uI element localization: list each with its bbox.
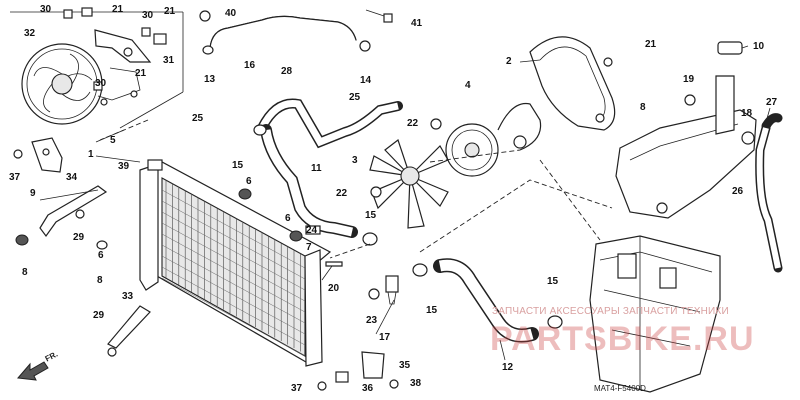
callout-8: 8 [22, 267, 28, 278]
hose-28-11 [253, 98, 403, 246]
front-direction-arrow [17, 361, 49, 381]
callout-1: 1 [88, 149, 94, 160]
callout-28: 28 [281, 66, 293, 77]
callout-21: 21 [135, 68, 147, 79]
hose-12 [412, 258, 563, 343]
watermark-logo: PARTSBIKE.RU [490, 320, 755, 358]
radiator-tube [161, 222, 306, 302]
callout-37: 37 [9, 172, 21, 183]
thermo-switch-17 [325, 261, 399, 305]
callout-6: 6 [246, 176, 252, 187]
fan-shroud-2 [529, 36, 616, 131]
radiator-tube [161, 233, 306, 313]
bracket-35-36 [317, 351, 399, 391]
callout-21: 21 [112, 4, 124, 15]
callout-15: 15 [365, 210, 377, 221]
callout-24: 24 [306, 225, 318, 236]
callout-12: 12 [502, 362, 514, 373]
callout-15: 15 [547, 276, 559, 287]
callout-13: 13 [204, 74, 216, 85]
callout-27: 27 [766, 97, 778, 108]
callout-15: 15 [232, 160, 244, 171]
callout-6: 6 [98, 250, 104, 261]
callout-10: 10 [753, 41, 765, 52]
callout-9: 9 [30, 188, 36, 199]
radiator-tube [161, 255, 306, 335]
callout-25: 25 [192, 113, 204, 124]
reserve-tank-8 [615, 41, 757, 219]
watermark-text: ЗАПЧАСТИ АКСЕССУАРЫ ЗАПЧАСТИ ТЕХНИКИ [492, 306, 729, 317]
callout-29: 29 [73, 232, 85, 243]
callout-38: 38 [410, 378, 422, 389]
callout-6: 6 [285, 213, 291, 224]
callout-8: 8 [640, 102, 646, 113]
leader-lines [39, 9, 771, 361]
callout-30: 30 [95, 78, 107, 89]
callout-25: 25 [349, 92, 361, 103]
callout-15: 15 [426, 305, 438, 316]
callout-7: 7 [306, 242, 312, 253]
callout-35: 35 [399, 360, 411, 371]
bracket-34 [13, 137, 63, 173]
callout-14: 14 [360, 75, 372, 86]
callout-16: 16 [244, 60, 256, 71]
callout-21: 21 [164, 6, 176, 17]
radiator-tube [161, 277, 306, 357]
callout-32: 32 [24, 28, 36, 39]
fan-blade-3 [369, 139, 449, 229]
radiator-tube [161, 200, 306, 280]
watermark-logo-text: PARTSBIKE.RU [490, 320, 755, 358]
callout-21: 21 [645, 39, 657, 50]
grommets [15, 94, 696, 250]
fan-motor-4 [445, 102, 542, 177]
callout-20: 20 [328, 283, 340, 294]
callout-34: 34 [66, 172, 78, 183]
stay-33 [107, 305, 151, 357]
callout-8: 8 [97, 275, 103, 286]
radiator-tube [161, 244, 306, 324]
callout-37: 37 [291, 383, 303, 394]
callout-26: 26 [732, 186, 744, 197]
radiator-1 [139, 159, 332, 367]
callout-22: 22 [336, 188, 348, 199]
callout-5: 5 [110, 135, 116, 146]
clips-30-21 [63, 7, 211, 91]
callout-2: 2 [506, 56, 512, 67]
radiator-tube [161, 266, 306, 346]
diagram-code: MAT4-F5400D [594, 384, 646, 393]
callout-23: 23 [366, 315, 378, 326]
callout-4: 4 [465, 80, 471, 91]
callout-39: 39 [118, 161, 130, 172]
engine-block [589, 235, 721, 393]
callout-19: 19 [683, 74, 695, 85]
overflow-tube-27 [755, 113, 783, 273]
callout-22: 22 [407, 118, 419, 129]
callout-40: 40 [225, 8, 237, 19]
callout-33: 33 [122, 291, 134, 302]
callout-41: 41 [411, 18, 423, 29]
bracket-9 [39, 185, 108, 238]
radiator-tube [161, 189, 306, 269]
callout-30: 30 [142, 10, 154, 21]
callout-29: 29 [93, 310, 105, 321]
radiator-tube [161, 211, 306, 291]
fan-motor-32 [21, 43, 103, 125]
callout-11: 11 [311, 163, 322, 174]
fan-bracket-31 [94, 29, 152, 106]
callout-17: 17 [379, 332, 391, 343]
hose-16 [202, 13, 393, 55]
callout-3: 3 [352, 155, 358, 166]
callout-18: 18 [741, 108, 753, 119]
callout-30: 30 [40, 4, 52, 15]
callout-31: 31 [163, 55, 175, 66]
fan-panel-outline [10, 11, 184, 129]
callout-36: 36 [362, 383, 374, 394]
